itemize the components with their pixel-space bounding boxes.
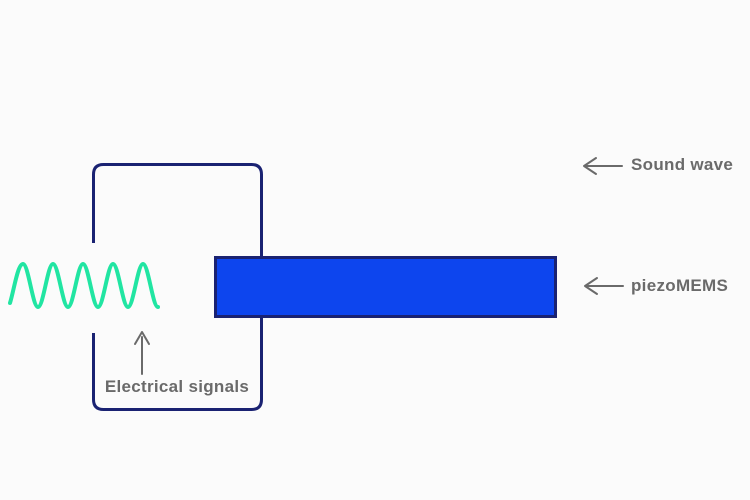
up-arrow-icon [134, 331, 150, 375]
piezomems-beam [214, 256, 557, 318]
left-arrow-icon [583, 157, 623, 175]
sine-wave-icon [8, 262, 160, 309]
sound-wave-label: Sound wave [631, 155, 734, 174]
electrical-signals-label: Electrical signals [104, 377, 250, 396]
piezomems-label: piezoMEMS [631, 276, 729, 295]
left-arrow-icon [584, 277, 624, 295]
